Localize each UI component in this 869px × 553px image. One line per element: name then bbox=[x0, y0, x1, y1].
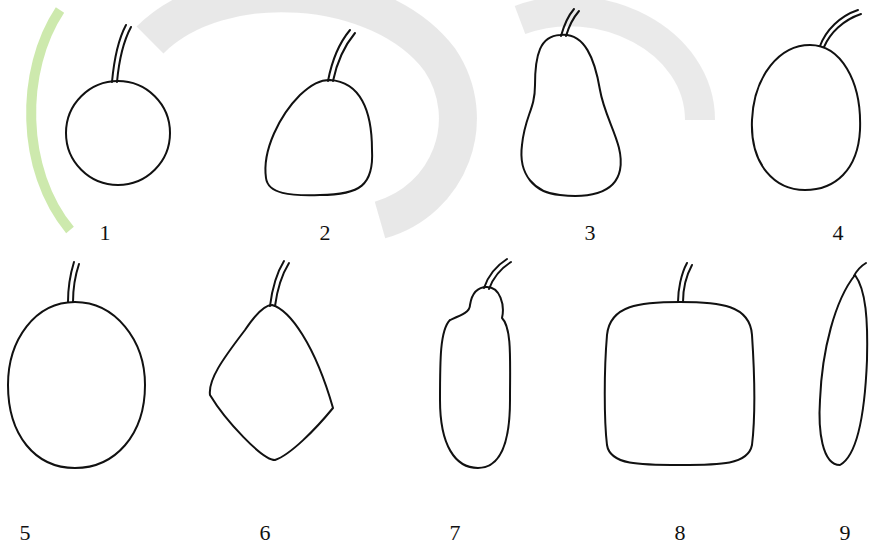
fruit-stem bbox=[820, 10, 861, 47]
fruit-outline bbox=[440, 287, 510, 468]
figure-number: 3 bbox=[585, 222, 596, 244]
fruit-stem bbox=[270, 261, 289, 306]
watermark bbox=[31, 0, 700, 230]
fruit-outline bbox=[820, 275, 868, 465]
fruit-stem bbox=[561, 9, 579, 36]
fruit-outline bbox=[8, 302, 145, 468]
fruit-stem bbox=[854, 263, 866, 276]
figure-number: 2 bbox=[320, 222, 331, 244]
figure-number: 7 bbox=[450, 522, 461, 544]
figure-number: 9 bbox=[840, 522, 851, 544]
figure-number: 6 bbox=[260, 522, 271, 544]
fruit-stem bbox=[484, 259, 511, 289]
fruit-stem bbox=[678, 263, 692, 302]
fruit-stem bbox=[328, 30, 355, 81]
figure-number: 8 bbox=[675, 522, 686, 544]
fruit-outline bbox=[605, 302, 755, 465]
fruit-outline bbox=[752, 45, 860, 190]
figure-number: 4 bbox=[833, 222, 844, 244]
figure-number: 1 bbox=[100, 222, 111, 244]
fruit-stem bbox=[68, 262, 79, 302]
fruit-outline bbox=[210, 305, 333, 460]
fruit-stem bbox=[112, 25, 131, 82]
fruit-outline bbox=[521, 35, 620, 196]
fruit-outline bbox=[66, 81, 170, 185]
fruit-outline bbox=[265, 80, 372, 195]
figure-number: 5 bbox=[20, 522, 31, 544]
